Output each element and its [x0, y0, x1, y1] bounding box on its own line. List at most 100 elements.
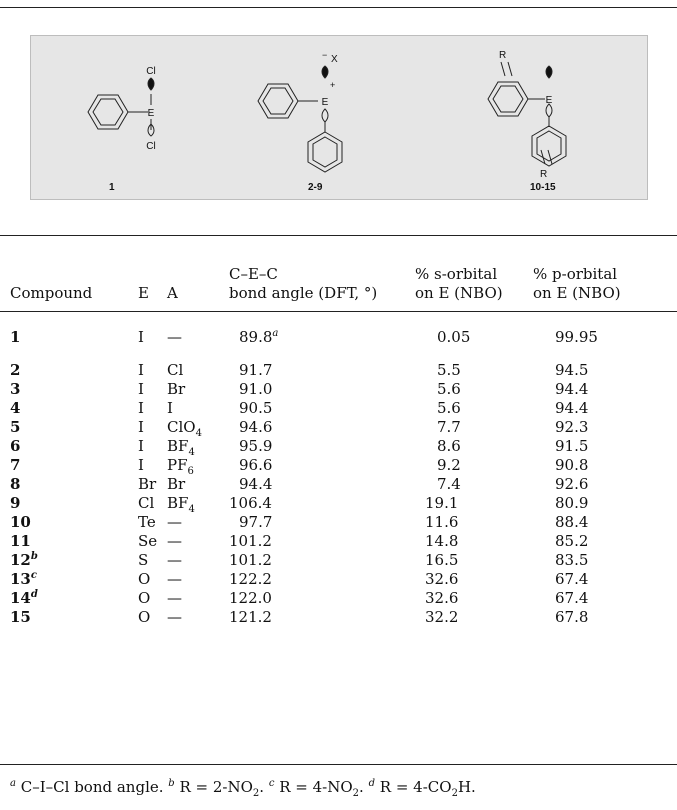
s-orbital-cell: 32.6 [425, 570, 459, 588]
s-orbital-cell: 8.6 [437, 437, 461, 455]
table-row: 15 O — 121.2 32.2 67.8 [10, 608, 665, 627]
compound-cell: 12b [10, 551, 38, 569]
header-a: A [167, 284, 178, 302]
e-cell: I [138, 380, 144, 398]
s-orbital-cell: 5.6 [437, 399, 461, 417]
s-orbital-cell: 7.7 [437, 418, 461, 436]
angle-cell: 97.7 [239, 513, 273, 531]
compound-cell: 7 [10, 456, 21, 474]
angle-cell: 122.2 [229, 570, 272, 588]
e-cell: Te [138, 513, 156, 531]
structure-scheme: Cl E Cl X − E + R E R 1 2-9 10-15 [30, 35, 648, 200]
a-cell: Br [167, 475, 186, 493]
compound-cell: 2 [10, 361, 21, 379]
a-cell: — [167, 532, 182, 550]
table-row: 7 I PF6 96.6 9.2 90.8 [10, 456, 665, 477]
structures-drawing: Cl E Cl X − E + R E R [87, 50, 567, 180]
table-footnotes: a C–I–Cl bond angle. b R = 2-NO2. c R = … [10, 778, 476, 799]
angle-cell: 106.4 [229, 494, 272, 512]
angle-cell: 122.0 [229, 589, 272, 607]
compound-cell: 6 [10, 437, 21, 455]
s-orbital-cell: 5.6 [437, 380, 461, 398]
structure-1 [87, 77, 155, 137]
e-charge: + [330, 80, 335, 90]
atom-cl-top: Cl [146, 66, 155, 77]
footnote-a-mark: a [10, 778, 16, 789]
footnote-d-mark: d [368, 778, 375, 789]
table-row: 2 I Cl 91.7 5.5 94.5 [10, 361, 665, 380]
s-orbital-cell: 14.8 [425, 532, 459, 550]
compound-cell: 15 [10, 608, 31, 626]
p-orbital-cell: 91.5 [555, 437, 589, 455]
p-orbital-cell: 92.6 [555, 475, 589, 493]
s-orbital-cell: 32.2 [425, 608, 459, 626]
angle-cell: 101.2 [229, 551, 272, 569]
header-rule [0, 311, 677, 312]
s-orbital-cell: 16.5 [425, 551, 459, 569]
p-orbital-cell: 85.2 [555, 532, 589, 550]
table-row: 4 I I 90.5 5.6 94.4 [10, 399, 665, 418]
e-cell: I [138, 418, 144, 436]
table-row: 5 I ClO4 94.6 7.7 92.3 [10, 418, 665, 439]
s-orbital-cell: 9.2 [437, 456, 461, 474]
angle-cell: 91.7 [239, 361, 273, 379]
a-cell: BF4 [167, 437, 195, 458]
table-row: 9 Cl BF4 106.4 19.1 80.9 [10, 494, 665, 515]
angle-cell: 95.9 [239, 437, 273, 455]
p-orbital-cell: 99.95 [555, 328, 598, 346]
s-orbital-cell: 32.6 [425, 589, 459, 607]
header-p-orbital-line1: % p-orbital [533, 265, 618, 283]
p-orbital-cell: 67.4 [555, 570, 589, 588]
angle-cell: 89.8a [239, 328, 279, 346]
angle-cell: 94.4 [239, 475, 273, 493]
s-orbital-cell: 11.6 [425, 513, 459, 531]
top-rule [0, 7, 677, 8]
atom-e2: E [322, 97, 329, 108]
atom-r-top: R [499, 50, 506, 61]
p-orbital-cell: 67.4 [555, 589, 589, 607]
e-cell: O [138, 608, 151, 626]
e-cell: Br [138, 475, 157, 493]
header-angle-line2: bond angle (DFT, °) [229, 284, 378, 302]
e-cell: I [138, 437, 144, 455]
a-cell: — [167, 513, 182, 531]
header-s-orbital-line1: % s-orbital [415, 265, 498, 283]
header-angle-line1: C–E–C [229, 265, 278, 283]
atom-e3: E [546, 95, 553, 106]
table-row: 12b S — 101.2 16.5 83.5 [10, 551, 665, 570]
table-row: 14d O — 122.0 32.6 67.4 [10, 589, 665, 608]
angle-cell: 101.2 [229, 532, 272, 550]
s-orbital-cell: 7.4 [437, 475, 461, 493]
p-orbital-cell: 83.5 [555, 551, 589, 569]
a-cell: Br [167, 380, 186, 398]
table-row: 11 Se — 101.2 14.8 85.2 [10, 532, 665, 551]
table-row: 1 I — 89.8a 0.05 99.95 [10, 328, 665, 347]
header-compound: Compound [10, 284, 93, 302]
e-cell: I [138, 361, 144, 379]
angle-cell: 96.6 [239, 456, 273, 474]
a-cell: — [167, 570, 182, 588]
compound-label-2-9: 2-9 [308, 182, 323, 193]
compound-label-10-15: 10-15 [530, 182, 556, 193]
compound-label-1: 1 [109, 182, 115, 193]
atom-cl-bottom: Cl [146, 141, 155, 152]
table-row: 3 I Br 91.0 5.6 94.4 [10, 380, 665, 399]
p-orbital-cell: 94.4 [555, 399, 589, 417]
compound-cell: 5 [10, 418, 21, 436]
e-cell: S [138, 551, 149, 569]
compound-cell: 1 [10, 328, 21, 346]
e-cell: I [138, 328, 144, 346]
table-row: 6 I BF4 95.9 8.6 91.5 [10, 437, 665, 458]
atom-x: X [331, 54, 338, 65]
atom-r-bottom: R [540, 169, 547, 180]
compound-cell: 14d [10, 589, 38, 607]
p-orbital-cell: 94.5 [555, 361, 589, 379]
a-cell: PF6 [167, 456, 194, 477]
e-cell: O [138, 570, 151, 588]
compound-cell: 9 [10, 494, 21, 512]
a-cell: — [167, 589, 182, 607]
compound-cell: 13c [10, 570, 37, 588]
s-orbital-cell: 5.5 [437, 361, 461, 379]
p-orbital-cell: 88.4 [555, 513, 589, 531]
s-orbital-cell: 19.1 [425, 494, 459, 512]
